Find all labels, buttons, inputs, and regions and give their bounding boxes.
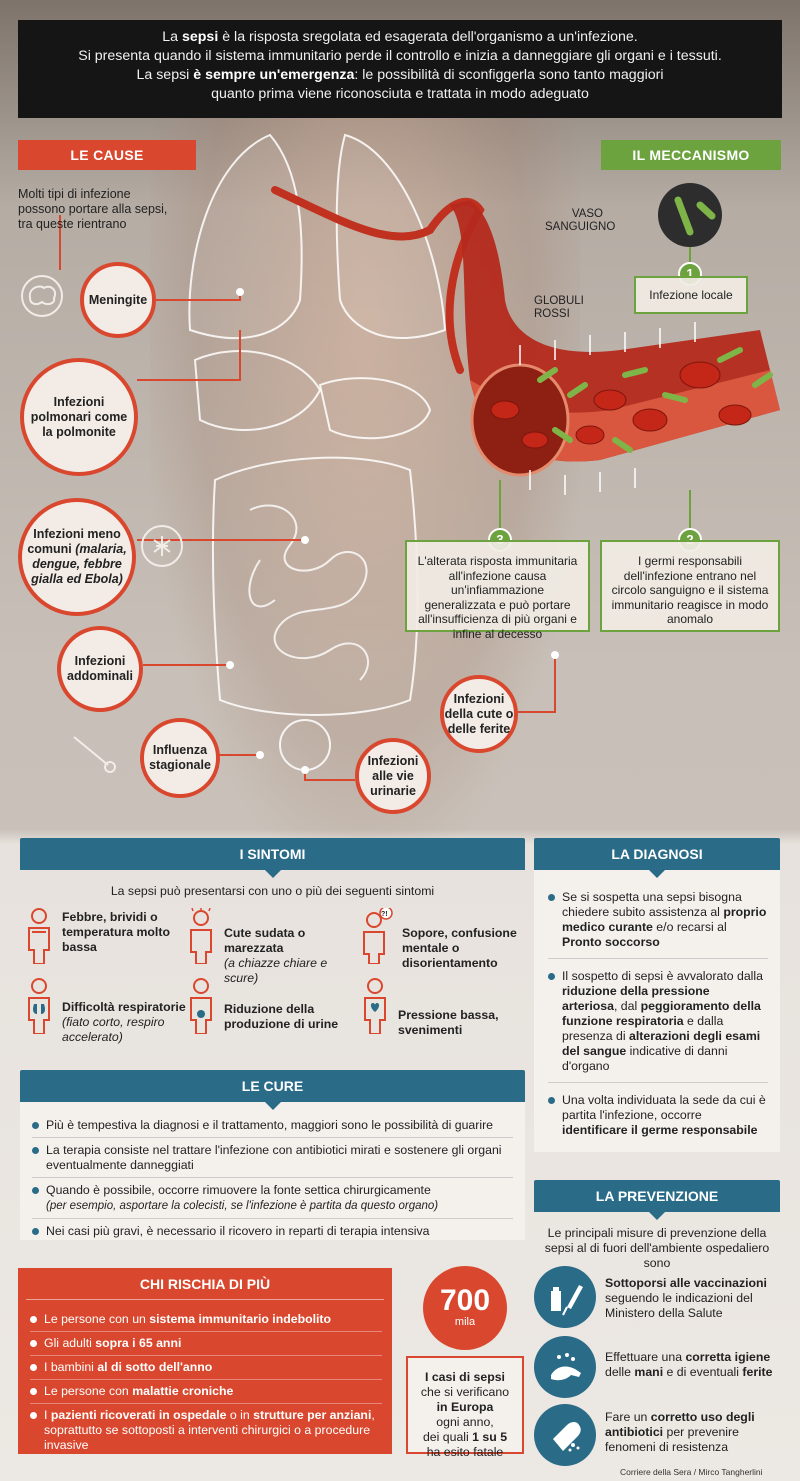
prevention-item-3: Fare un corretto uso degli antibiotici p… [605, 1410, 755, 1454]
prevention-title: LA PREVENZIONE [534, 1180, 780, 1220]
sweat-person-icon [186, 907, 216, 969]
vaccine-icon [534, 1266, 596, 1328]
cures-title: LE CURE [20, 1070, 525, 1110]
label-vaso: VASO SANGUIGNO [545, 208, 616, 233]
cure-item-4: Nei casi più gravi, è necessario il rico… [32, 1224, 513, 1239]
symptom-urine: Riduzione della produzione di urine [186, 978, 356, 1039]
cause-meno-comuni: Infezioni meno comuni (malaria, dengue, … [18, 498, 136, 616]
prevention-header: LA PREVENZIONE [534, 1180, 780, 1220]
symptom-skin: Cute sudata o marezzata(a chiazze chiare… [186, 907, 356, 986]
risk-item-4: Le persone con malattie croniche [30, 1384, 382, 1399]
risk-item-1: Le persone con un sistema immunitario in… [30, 1312, 382, 1327]
pill-icon [534, 1404, 596, 1466]
cause-urinarie: Infezioni alle vie urinarie [355, 738, 431, 814]
lungs-person-icon [24, 978, 54, 1039]
symptom-breathing: Difficoltà respiratorie(fiato corto, res… [24, 978, 194, 1045]
risk-panel: CHI RISCHIA DI PIÙ Le persone con un sis… [18, 1268, 392, 1454]
causes-tag: LE CAUSE [18, 140, 196, 170]
symptoms-title: I SINTOMI [20, 838, 525, 878]
stat-unit: mila [454, 1316, 476, 1328]
heart-person-icon [360, 978, 390, 1039]
diagnosis-item-2: Il sospetto di sepsi è avvalorato dalla … [548, 969, 768, 1074]
symptom-pressure: Pressione bassa, svenimenti [360, 978, 525, 1039]
stat-box: I casi di sepsi che si verificano in Eur… [406, 1356, 524, 1459]
cures-panel: LE CURE Più è tempestiva la diagnosi e i… [20, 1070, 525, 1240]
stat-circle: 700 mila [423, 1266, 507, 1350]
confusion-person-icon: ?! [360, 906, 394, 969]
risk-item-2: Gli adulti sopra i 65 anni [30, 1336, 382, 1351]
cause-cute: Infezioni della cute o delle ferite [440, 675, 518, 753]
mosquito-icon [140, 524, 184, 573]
cause-influenza: Influenza stagionale [140, 718, 220, 798]
step-3-box: L'alterata risposta immunitaria all'infe… [405, 540, 590, 641]
anatomy-drawing [59, 183, 780, 781]
cause-meningite: Meningite [80, 262, 156, 338]
intro-line-3: La sepsi è sempre un'emergenza: le possi… [136, 67, 664, 83]
prevention-intro: Le principali misure di prevenzione dell… [544, 1226, 770, 1270]
diagnosis-panel: LA DIAGNOSI Se si sospetta una sepsi bis… [534, 838, 780, 1152]
cure-item-1: Più è tempestiva la diagnosi e il tratta… [32, 1118, 513, 1133]
label-globuli: GLOBULI ROSSI [534, 295, 584, 320]
intro-box: La sepsi è la risposta sregolata ed esag… [18, 20, 782, 118]
symptoms-panel: I SINTOMI La sepsi può presentarsi con u… [20, 838, 525, 1070]
risk-title: CHI RISCHIA DI PIÙ [26, 1268, 384, 1300]
symptoms-intro: La sepsi può presentarsi con uno o più d… [110, 884, 435, 898]
diagnosis-item-3: Una volta individuata la sede da cui è p… [548, 1093, 768, 1138]
stat-number: 700 [439, 1284, 491, 1317]
cure-item-3: Quando è possibile, occorre rimuovere la… [32, 1183, 513, 1214]
intro-line-4: quanto prima viene riconosciuta e tratta… [211, 86, 589, 102]
svg-text:?!: ?! [381, 911, 388, 918]
brain-icon [18, 274, 66, 323]
causes-caption: Molti tipi di infezione possono portare … [18, 187, 168, 231]
cause-polmonari: Infezioni polmonari come la polmonite [20, 358, 138, 476]
credit: Corriere della Sera / Mirco Tangherlini [620, 1467, 763, 1477]
cure-item-2: La terapia consiste nel trattare l'infez… [32, 1143, 513, 1173]
intro-line-2: Si presenta quando il sistema immunitari… [78, 48, 722, 64]
handwash-icon [534, 1336, 596, 1398]
risk-item-3: I bambini al di sotto dell'anno [30, 1360, 382, 1375]
symptom-fever: Febbre, brividi o temperatura molto bass… [24, 908, 184, 969]
intro-line-1: La sepsi è la risposta sregolata ed esag… [162, 29, 638, 45]
step-2-box: I germi responsabili dell'infezione entr… [600, 540, 780, 632]
kidney-person-icon [186, 978, 216, 1039]
symptom-confusion: ?! Sopore, confusione mentale o disorien… [360, 906, 525, 971]
mechanism-tag: IL MECCANISMO [601, 140, 781, 170]
thermometer-icon [66, 725, 122, 780]
diagnosis-item-1: Se si sospetta una sepsi bisogna chieder… [548, 890, 768, 950]
risk-item-5: I pazienti ricoverati in ospedale o in s… [30, 1408, 382, 1453]
step-1-box: Infezione locale [634, 276, 748, 314]
prevention-item-2: Effettuare una corretta igiene delle man… [605, 1350, 773, 1379]
fever-person-icon [24, 908, 54, 969]
diagnosis-title: LA DIAGNOSI [534, 838, 780, 878]
cause-addominali: Infezioni addominali [57, 626, 143, 712]
